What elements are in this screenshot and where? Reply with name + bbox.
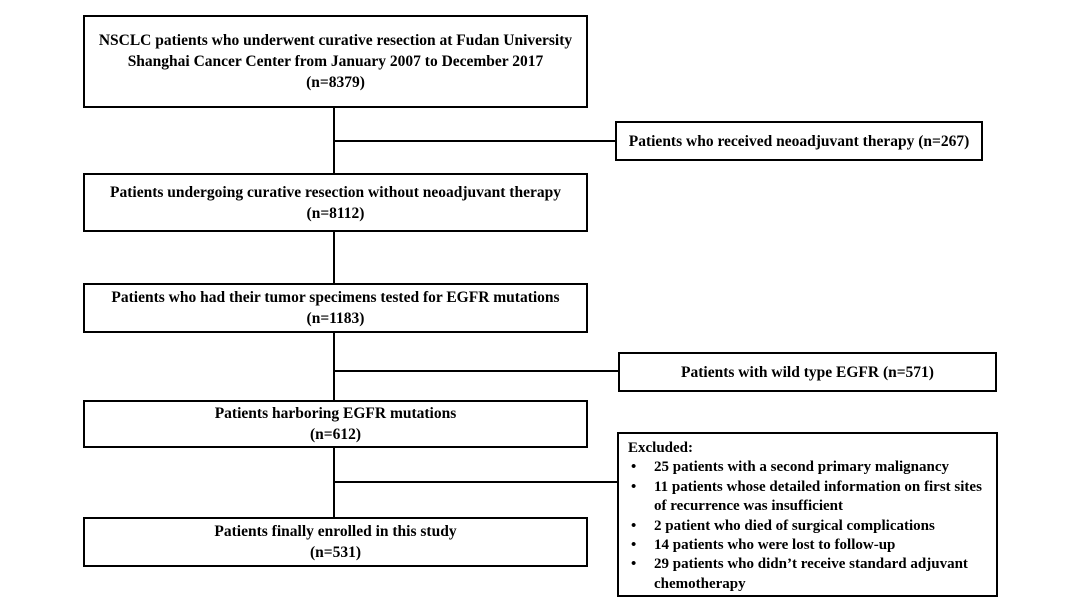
excluded-item: • 25 patients with a second primary mali… [628, 458, 988, 477]
bullet-icon: • [631, 556, 637, 573]
excluded-item: • 11 patients whose detailed information… [628, 478, 988, 517]
bullet-icon: • [631, 517, 637, 534]
flow-box-egfr-mutations: Patients harboring EGFR mutations (n=612… [83, 400, 588, 448]
bullet-icon: • [631, 537, 637, 554]
excluded-item: • 14 patients who were lost to follow-up [628, 536, 988, 555]
connector-vertical-3 [333, 332, 335, 401]
bullet-icon: • [631, 478, 637, 495]
connector-branch-neoadjuvant [333, 140, 616, 142]
side-box-neoadjuvant-therapy: Patients who received neoadjuvant therap… [615, 121, 983, 161]
flow-box-without-neoadjuvant: Patients undergoing curative resection w… [83, 173, 588, 232]
excluded-item: • 29 patients who didn’t receive standar… [628, 555, 988, 594]
bullet-icon: • [631, 459, 637, 476]
flow-box-egfr-tested: Patients who had their tumor specimens t… [83, 283, 588, 333]
excluded-item: • 2 patient who died of surgical complic… [628, 517, 988, 536]
connector-branch-wild-type [333, 370, 619, 372]
connector-vertical-2 [333, 231, 335, 284]
excluded-heading: Excluded: [628, 440, 694, 456]
flow-box-finally-enrolled: Patients finally enrolled in this study … [83, 517, 588, 567]
excluded-item-text: 29 patients who didn’t receive standard … [654, 556, 968, 592]
side-box-wild-type-egfr: Patients with wild type EGFR (n=571) [618, 352, 997, 392]
excluded-box: Excluded: • 25 patients with a second pr… [617, 432, 998, 597]
excluded-item-text: 25 patients with a second primary malign… [654, 459, 950, 476]
connector-branch-excluded [333, 481, 618, 483]
excluded-item-text: 14 patients who were lost to follow-up [654, 537, 896, 554]
excluded-item-text: 11 patients whose detailed information o… [654, 478, 982, 515]
excluded-item-text: 2 patient who died of surgical complicat… [654, 517, 935, 534]
flow-box-initial-cohort: NSCLC patients who underwent curative re… [83, 15, 588, 108]
